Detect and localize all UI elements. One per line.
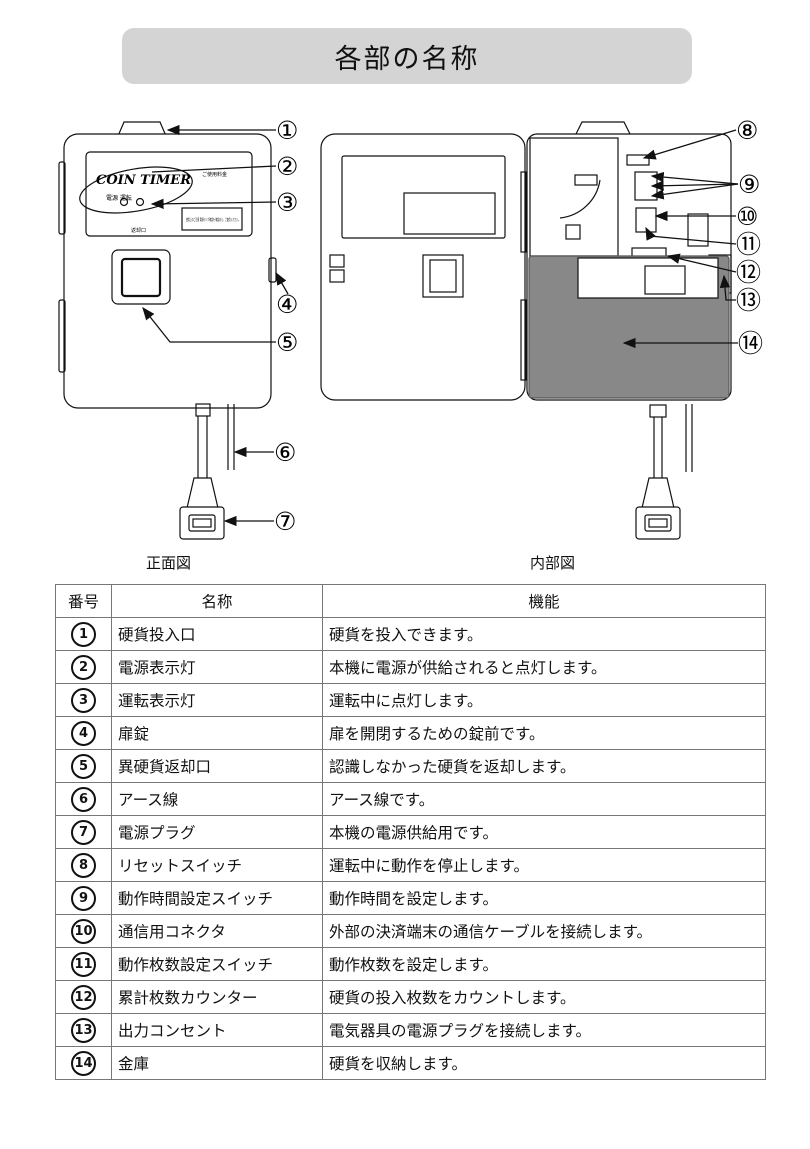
row-name: リセットスイッチ [111, 848, 323, 882]
table-row: 12 累計枚数カウンター硬貨の投入枚数をカウントします。 [55, 980, 766, 1014]
table-row: 1 硬貨投入口硬貨を投入できます。 [55, 617, 766, 651]
header-number: 番号 [55, 584, 112, 618]
number-badge: 3 [71, 687, 96, 713]
row-number: 11 [55, 947, 112, 981]
row-function: 電気器具の電源プラグを接続します。 [322, 1013, 766, 1047]
row-number: 10 [55, 914, 112, 948]
table-row: 14 金庫硬貨を収納します。 [55, 1046, 766, 1080]
row-name: 硬貨投入口 [111, 617, 323, 651]
row-function: 硬貨を投入できます。 [322, 617, 766, 651]
callout-12: ⑫ [736, 258, 761, 287]
table-row: 5 異硬貨返却口認識しなかった硬貨を返却します。 [55, 749, 766, 783]
number-badge: 14 [71, 1050, 96, 1076]
row-function: 外部の決済端末の通信ケーブルを接続します。 [322, 914, 766, 948]
number-badge: 1 [71, 621, 96, 647]
row-name: 通信用コネクタ [111, 914, 323, 948]
row-number: 1 [55, 617, 112, 651]
header-name: 名称 [111, 584, 323, 618]
notice-text: 使用上のご注意 電源ランプ確認を 確認のえ、ご使用ください。 [186, 216, 240, 222]
row-name: 電源表示灯 [111, 650, 323, 684]
row-name: 運転表示灯 [111, 683, 323, 717]
row-name: アース線 [111, 782, 323, 816]
callout-2: ② [276, 152, 298, 181]
number-badge: 8 [71, 852, 96, 878]
table-row: 4 扉錠扉を開閉するための錠前です。 [55, 716, 766, 750]
device-diagram: COIN TIMER ご使用料金 電源 運転 使用上のご注意 電源ランプ確認を … [58, 116, 763, 540]
row-name: 扉錠 [111, 716, 323, 750]
row-function: 硬貨の投入枚数をカウントします。 [322, 980, 766, 1014]
row-function: 扉を開閉するための錠前です。 [322, 716, 766, 750]
callout-10: ⑩ [736, 202, 758, 231]
table-row: 8 リセットスイッチ運転中に動作を停止します。 [55, 848, 766, 882]
row-number: 4 [55, 716, 112, 750]
table-row: 13 出力コンセント電気器具の電源プラグを接続します。 [55, 1013, 766, 1047]
number-badge: 11 [71, 951, 96, 977]
table-row: 3 運転表示灯運転中に点灯します。 [55, 683, 766, 717]
row-function: 硬貨を収納します。 [322, 1046, 766, 1080]
callout-9: ⑨ [738, 170, 760, 199]
row-number: 7 [55, 815, 112, 849]
number-badge: 4 [71, 720, 96, 746]
row-number: 5 [55, 749, 112, 783]
row-number: 8 [55, 848, 112, 882]
callout-11: ⑪ [736, 230, 761, 259]
callout-1: ① [276, 116, 298, 145]
row-name: 累計枚数カウンター [111, 980, 323, 1014]
row-function: 本機の電源供給用です。 [322, 815, 766, 849]
callout-8: ⑧ [736, 116, 758, 145]
row-number: 9 [55, 881, 112, 915]
row-name: 電源プラグ [111, 815, 323, 849]
row-function: 動作時間を設定します。 [322, 881, 766, 915]
row-name: 動作枚数設定スイッチ [111, 947, 323, 981]
row-number: 2 [55, 650, 112, 684]
number-badge: 13 [71, 1017, 96, 1043]
row-name: 動作時間設定スイッチ [111, 881, 323, 915]
row-number: 12 [55, 980, 112, 1014]
callout-13: ⑬ [736, 286, 761, 315]
table-row: 7 電源プラグ本機の電源供給用です。 [55, 815, 766, 849]
callout-3: ③ [276, 188, 298, 217]
page-title: 各部の名称 [122, 28, 692, 84]
callout-4: ④ [276, 290, 298, 319]
table-row: 9 動作時間設定スイッチ動作時間を設定します。 [55, 881, 766, 915]
callout-7: ⑦ [274, 507, 296, 536]
caption-front: 正面図 [146, 554, 192, 572]
parts-table: 番号 名称 機能 1 硬貨投入口硬貨を投入できます。 2 電源表示灯本機に電源が供給さ… [55, 584, 766, 1080]
row-name: 金庫 [111, 1046, 323, 1080]
table-header-row: 番号 名称 機能 [55, 584, 766, 618]
caption-inside: 内部図 [530, 554, 576, 572]
row-name: 出力コンセント [111, 1013, 323, 1047]
number-badge: 5 [71, 753, 96, 779]
table-row: 11 動作枚数設定スイッチ動作枚数を設定します。 [55, 947, 766, 981]
table-row: 2 電源表示灯本機に電源が供給されると点灯します。 [55, 650, 766, 684]
number-badge: 12 [71, 984, 96, 1010]
number-badge: 7 [71, 819, 96, 845]
row-function: 動作枚数を設定します。 [322, 947, 766, 981]
small-label: ご使用料金 [202, 171, 227, 178]
number-badge: 2 [71, 654, 96, 680]
inside-view [320, 121, 732, 540]
logo-text: COIN TIMER [96, 173, 191, 188]
number-badge: 9 [71, 885, 96, 911]
row-function: 本機に電源が供給されると点灯します。 [322, 650, 766, 684]
callout-14: ⑭ [738, 329, 763, 358]
coin-return-label: 返却口 [131, 227, 146, 234]
row-function: 認識しなかった硬貨を返却します。 [322, 749, 766, 783]
lamp-label: 電源 運転 [106, 194, 132, 202]
row-function: 運転中に点灯します。 [322, 683, 766, 717]
table-row: 10 通信用コネクタ外部の決済端末の通信ケーブルを接続します。 [55, 914, 766, 948]
header-function: 機能 [322, 584, 766, 618]
row-name: 異硬貨返却口 [111, 749, 323, 783]
number-badge: 10 [71, 918, 96, 944]
row-number: 3 [55, 683, 112, 717]
row-number: 6 [55, 782, 112, 816]
row-number: 14 [55, 1046, 112, 1080]
table-row: 6 アース線アース線です。 [55, 782, 766, 816]
callout-6: ⑥ [274, 438, 296, 467]
row-function: 運転中に動作を停止します。 [322, 848, 766, 882]
callout-5: ⑤ [276, 328, 298, 357]
number-badge: 6 [71, 786, 96, 812]
row-number: 13 [55, 1013, 112, 1047]
row-function: アース線です。 [322, 782, 766, 816]
